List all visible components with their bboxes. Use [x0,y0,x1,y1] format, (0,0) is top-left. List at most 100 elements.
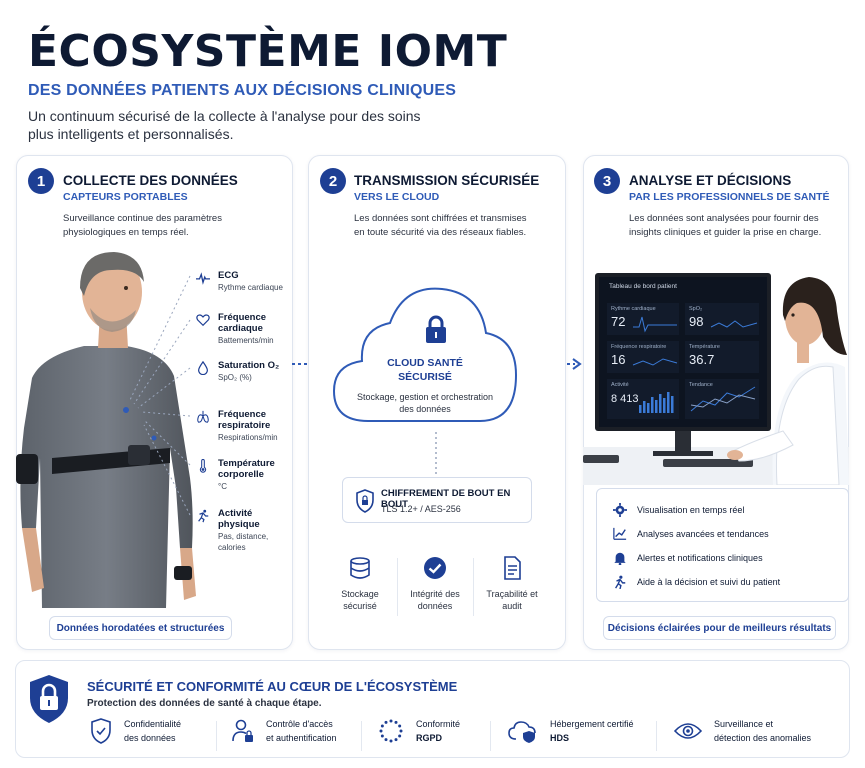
step-2-description: Les données sont chiffrées et transmises… [354,213,527,238]
bell-icon [614,552,626,565]
security-band: SÉCURITÉ ET CONFORMITÉ AU CŒUR DE L'ÉCOS… [15,660,850,758]
dashboard-tile-label: Tendance [689,382,713,388]
step-1-title: COLLECTE DES DONNÉES [63,173,238,188]
encryption-title: CHIFFREMENT DE BOUT EN BOUT [381,488,511,510]
divider [490,721,491,751]
step-3-subtitle: PAR LES PROFESSIONNELS DE SANTÉ [629,191,830,203]
analysis-item-label: Analyses avancées et tendances [637,529,769,539]
eye-icon [674,723,702,739]
metric-sub: Pas, distance, calories [218,532,269,552]
analysis-item-label: Visualisation en temps réel [637,505,745,515]
dashboard-tile-value: 98 [689,314,704,329]
step-3-description: Les données sont analysées pour fournir … [629,213,822,238]
dashboard-tile-label: SpO₂ [689,306,703,312]
step-1-footer: Données horodatées et structurées [49,616,232,640]
step-3-title: ANALYSE ET DÉCISIONS [629,173,792,188]
metric-sub: Battements/min [218,336,274,345]
metric-sub: Respirations/min [218,433,278,442]
dashboard-tile-label: Rythme cardiaque [611,306,656,312]
cloud-shield-icon [508,721,536,743]
step-2-title: TRANSMISSION SÉCURISÉE [354,173,540,188]
dashboard-tile-label: Activité [611,382,629,388]
page-title: ÉCOSYSTÈME IOMT [28,26,508,77]
metric-label: Fréquence respiratoire [218,409,271,431]
page-lead: Un continuum sécurisé de la collecte à l… [28,108,421,142]
user-lock-icon [232,719,253,742]
clinician-at-dashboard-illustration [583,273,849,485]
analysis-item: Visualisation en temps réel [613,503,744,517]
patient-wearing-sensors-illustration [16,252,196,608]
sensor-leader-lines [130,275,191,516]
security-item-line2: et authentification [266,733,337,743]
dashboard-tile-value: 8 413 [611,393,639,405]
dashboard-tile-label: Température [689,344,720,350]
feature-label: Stockage sécurisé [341,589,379,611]
metric-temperature: Température corporelle °C [196,458,288,492]
step-3-number: 3 [594,168,620,194]
security-item: Contrôle d'accès et authentification [232,717,337,745]
encryption-box: CHIFFREMENT DE BOUT EN BOUT TLS 1.2+ / A… [342,477,532,523]
arrow-2-to-3 [543,358,582,370]
analysis-item: Analyses avancées et tendances [613,527,769,541]
cloud-to-encryption-line [435,432,437,477]
shield-lock-icon [356,489,374,513]
divider [473,558,474,616]
security-item-line1: Confidentialité [124,719,182,729]
ecg-icon [196,272,210,285]
security-item: Confidentialité des données [90,717,181,745]
divider [216,721,217,751]
security-item-line2: HDS [550,733,570,743]
analysis-features-box: Visualisation en temps réel Analyses ava… [596,488,849,602]
metric-sub: Rythme cardiaque [218,283,283,292]
security-item-line1: Surveillance et [714,719,774,729]
thermometer-icon [199,459,207,473]
walking-icon [615,575,626,589]
security-item: Surveillance et détection des anomalies [674,717,811,745]
feature-storage: Stockage sécurisé [325,556,395,612]
security-item-line2: des données [124,733,176,743]
shield-icon [91,718,111,744]
security-item-line2: RGPD [416,733,443,743]
lock-icon [426,315,446,343]
dashboard-tile-value: 16 [611,352,626,367]
analysis-item: Alertes et notifications cliniques [613,551,763,565]
security-item-line1: Contrôle d'accès [266,719,333,729]
security-item-line1: Hébergement certifié [550,719,634,729]
encryption-subtitle: TLS 1.2+ / AES-256 [381,504,461,514]
drop-icon [198,361,208,375]
metric-spo2: Saturation O₂ SpO₂ (%) [196,360,280,383]
gear-icon [613,503,627,517]
step-1-description: Surveillance continue des paramètres phy… [63,213,222,238]
metric-label: Activité physique [218,508,260,530]
metric-label: Fréquence cardiaque [218,312,267,334]
heart-icon [196,314,210,327]
cloud-icon [332,287,518,422]
security-subtitle: Protection des données de santé à chaque… [87,698,322,709]
dashboard-tile-label: Fréquence respiratoire [611,344,667,350]
eu-stars-icon [379,719,403,743]
feature-audit: Traçabilité et audit [477,556,547,612]
analysis-item-label: Alertes et notifications cliniques [637,553,763,563]
step-2-subtitle: VERS LE CLOUD [354,191,440,203]
analysis-item-label: Aide à la décision et suivi du patient [637,577,781,587]
check-circle-icon [424,557,446,579]
divider [397,558,398,616]
cloud-description: Stockage, gestion et orchestration des d… [356,392,494,414]
metric-sub: °C [218,482,227,491]
metric-label: Température corporelle [218,458,275,480]
metric-label: Saturation O₂ [218,360,280,371]
shield-lock-icon [30,675,68,723]
metric-sub: SpO₂ (%) [218,373,252,382]
feature-label: Traçabilité et audit [486,589,538,611]
trend-icon [613,527,627,540]
dashboard-tile-value: 72 [611,314,626,329]
step-3-footer: Décisions éclairées pour de meilleurs ré… [603,616,836,640]
feature-label: Intégrité des données [410,589,460,611]
dashboard-title: Tableau de bord patient [609,283,677,290]
divider [361,721,362,751]
security-item-line2: détection des anomalies [714,733,812,743]
